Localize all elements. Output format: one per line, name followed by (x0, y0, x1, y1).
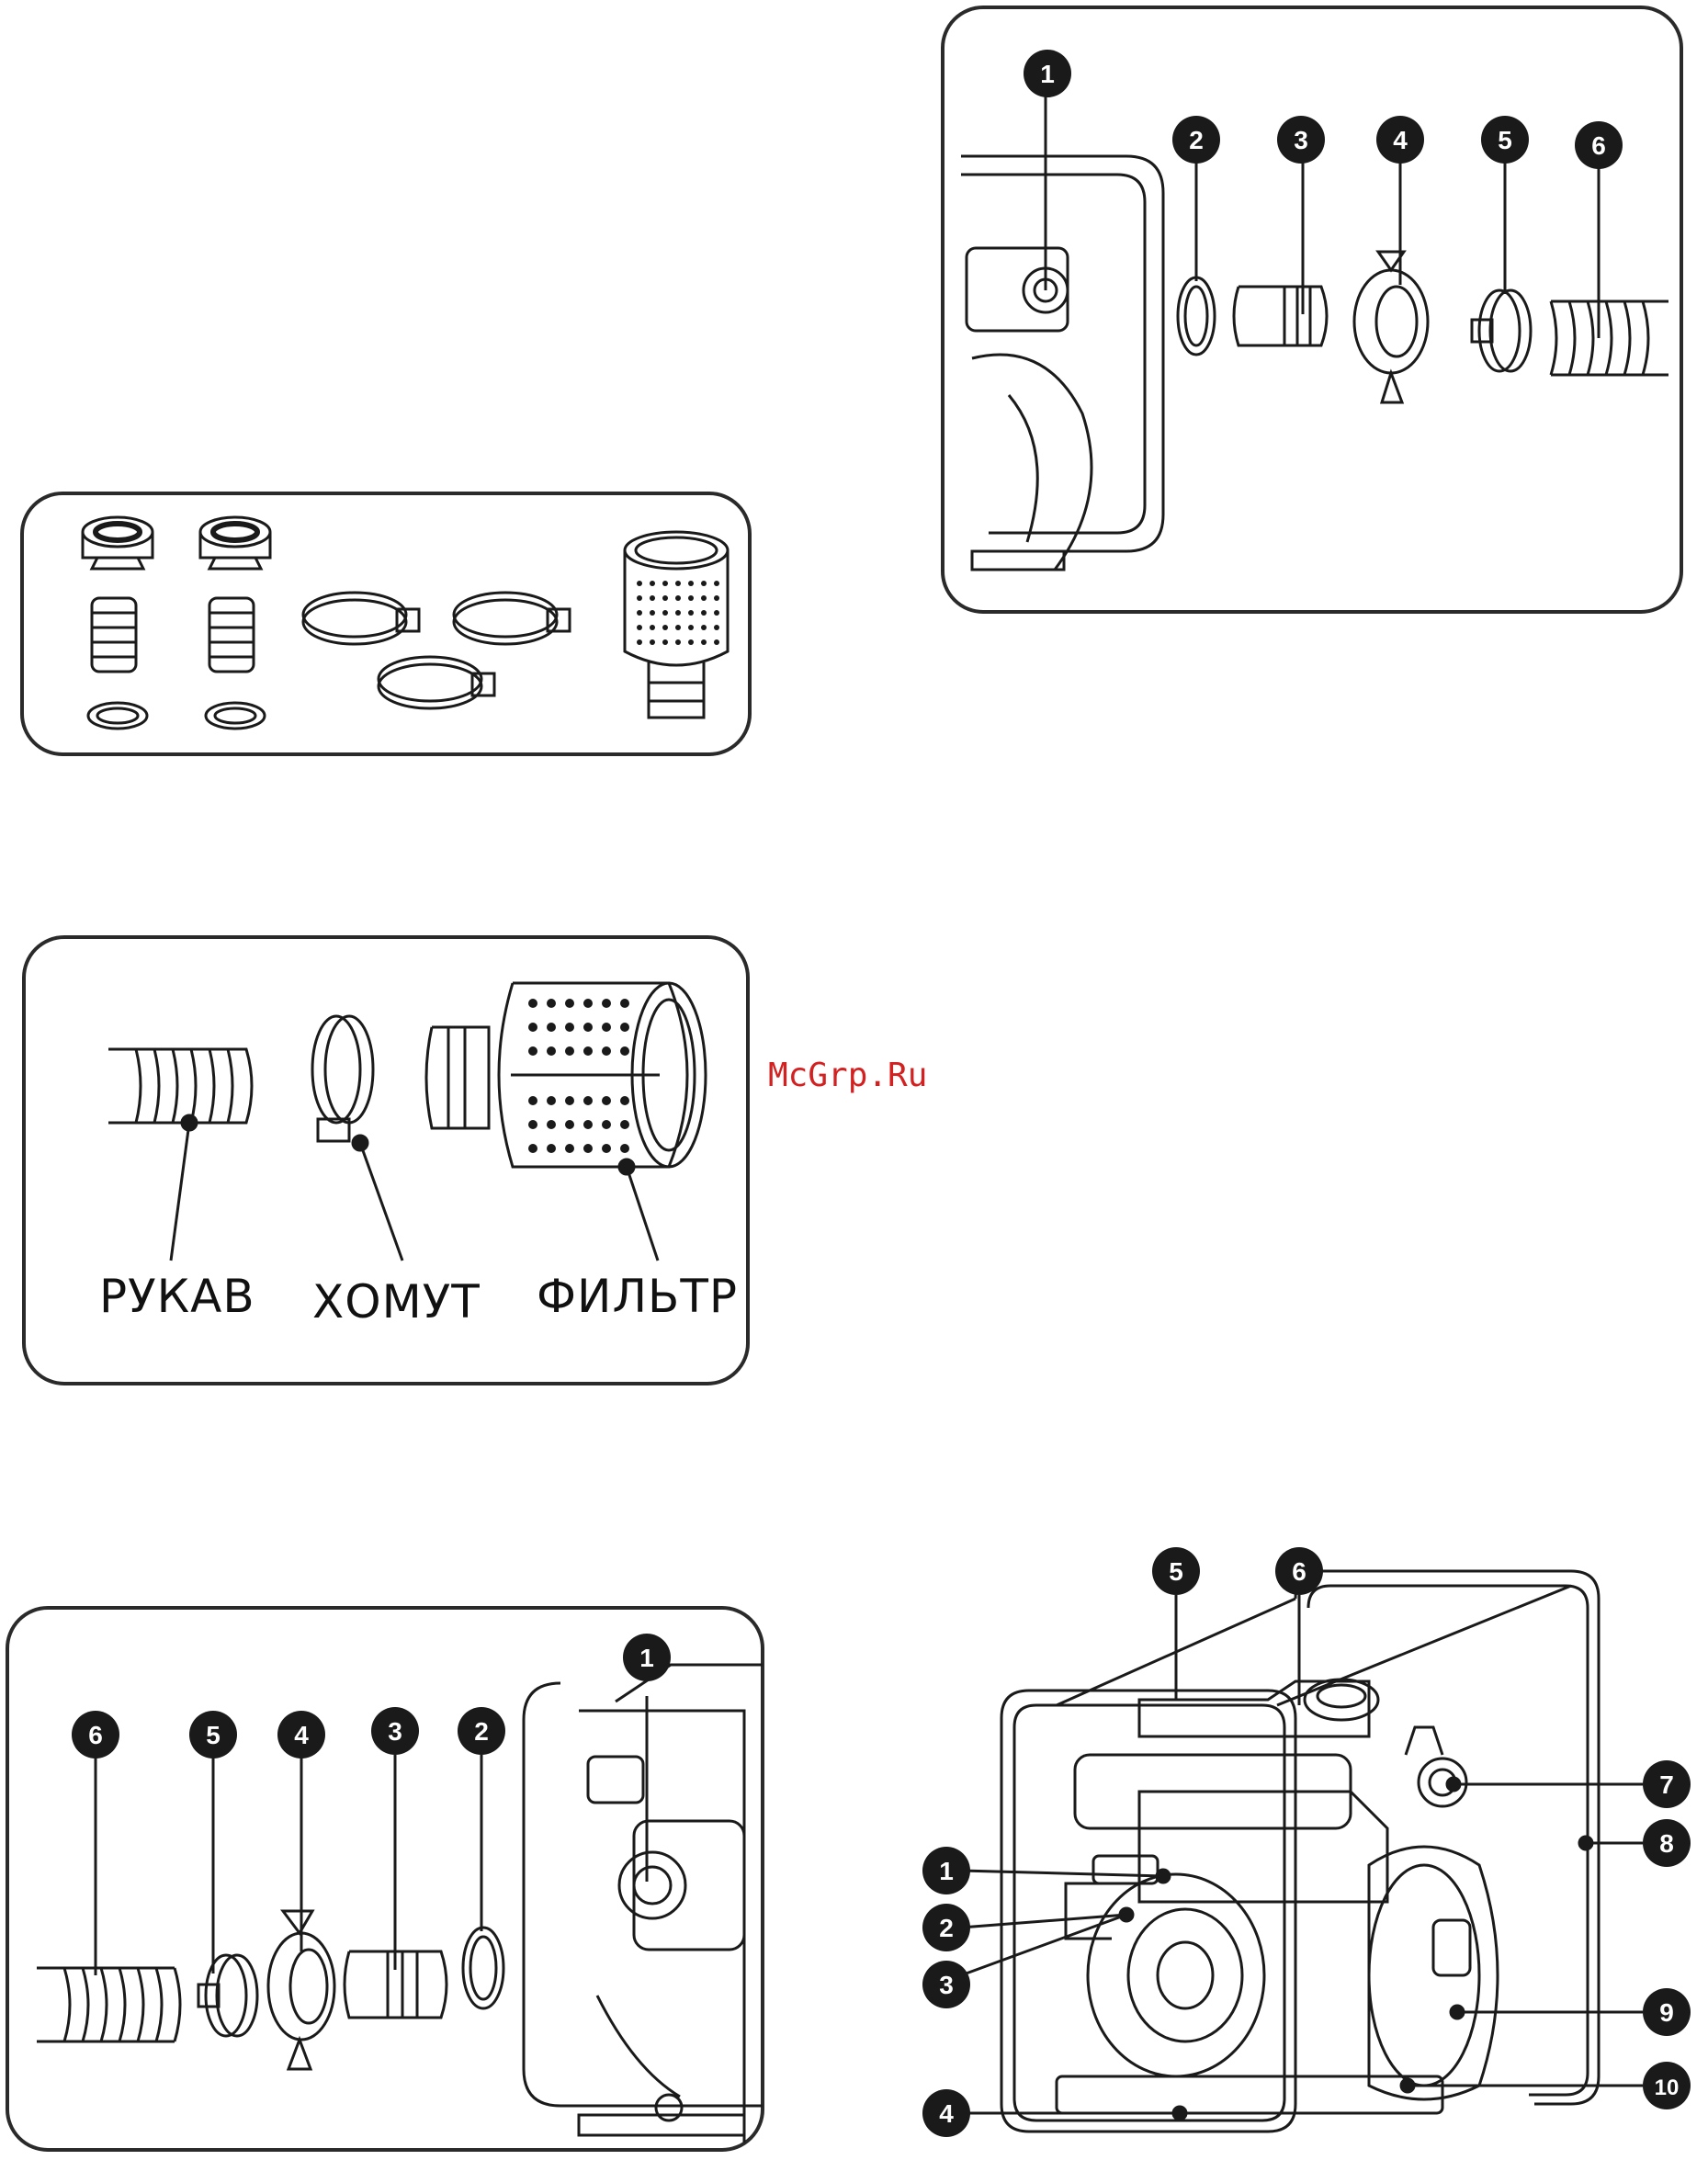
callout-3: 3 (939, 1971, 954, 1999)
clamp-label: ХОМУТ (312, 1275, 481, 1329)
callout-4: 4 (1393, 126, 1408, 154)
suction-filter-panel: РУКАВ ХОМУТ ФИЛЬТР (22, 935, 750, 1385)
callout-markers (72, 1634, 671, 1759)
gasket-icon (463, 1928, 503, 2008)
callout-7: 7 (1659, 1770, 1674, 1799)
callout-5: 5 (1169, 1557, 1183, 1586)
callout-6: 6 (1292, 1557, 1306, 1586)
hose-icon (37, 1968, 180, 2041)
callout-2: 2 (474, 1717, 489, 1746)
pump-body-icon (524, 1665, 763, 2143)
callout-8: 8 (1659, 1829, 1674, 1858)
filter-label: ФИЛЬТР (537, 1270, 738, 1323)
leader-lines (96, 1696, 647, 1975)
callout-3: 3 (388, 1717, 402, 1746)
strainer-filter-icon (426, 983, 706, 1167)
callout-3: 3 (1294, 126, 1308, 154)
coupling-nut-icon (200, 517, 270, 569)
strainer-filter-icon (625, 532, 728, 718)
callout-4: 4 (939, 2099, 954, 2128)
pump-body-icon (961, 156, 1163, 570)
hose-clamp-icon (312, 1016, 373, 1141)
gasket-icon (1178, 277, 1215, 355)
watermark: McGrp.Ru (768, 1057, 927, 1094)
engine-icon (1066, 1679, 1387, 2076)
pump-overview-drawing: 1 2 3 4 5 6 7 8 9 10 (910, 1516, 1700, 2159)
hose-clamp-icon (303, 593, 419, 644)
hose-adapter-icon (209, 598, 254, 672)
callout-6: 6 (1591, 131, 1606, 160)
callout-1: 1 (939, 1857, 954, 1885)
hose-icon (108, 1049, 252, 1123)
callout-9: 9 (1659, 1998, 1674, 2027)
accessories-kit-drawing (24, 495, 755, 760)
coupling-nut-icon (1354, 252, 1428, 402)
hose-icon (1551, 301, 1668, 375)
gasket-icon (215, 708, 255, 723)
hose-clamp-icon (379, 657, 494, 708)
suction-assembly-panel: 6 5 4 3 2 1 (6, 1606, 764, 2152)
hose-adapter-icon (92, 598, 136, 672)
callout-6: 6 (88, 1721, 103, 1749)
callout-markers (922, 1547, 1691, 2137)
gasket-icon (97, 708, 138, 723)
callout-1: 1 (639, 1644, 654, 1672)
callout-5: 5 (206, 1721, 221, 1749)
callout-2: 2 (939, 1914, 954, 1942)
accessories-kit-panel (20, 492, 752, 756)
hose-clamp-icon (1472, 290, 1531, 371)
discharge-assembly-drawing: 1 2 3 4 5 6 (944, 9, 1687, 617)
discharge-assembly-panel: 1 2 3 4 5 6 (941, 6, 1683, 614)
callout-1: 1 (1040, 60, 1055, 88)
suction-assembly-drawing: 6 5 4 3 2 1 (9, 1610, 768, 2155)
hose-adapter-icon (1234, 287, 1327, 345)
hose-clamp-icon (198, 1955, 257, 2036)
hose-label: РУКАВ (99, 1270, 255, 1323)
callout-markers (1024, 50, 1623, 169)
callout-4: 4 (294, 1721, 309, 1749)
leader-lines (171, 1115, 658, 1261)
callout-2: 2 (1189, 126, 1204, 154)
leader-lines (961, 1595, 1643, 2120)
hose-clamp-icon (454, 593, 570, 644)
callout-10: 10 (1655, 2075, 1680, 2100)
coupling-nut-icon (83, 517, 153, 569)
callout-5: 5 (1498, 126, 1512, 154)
